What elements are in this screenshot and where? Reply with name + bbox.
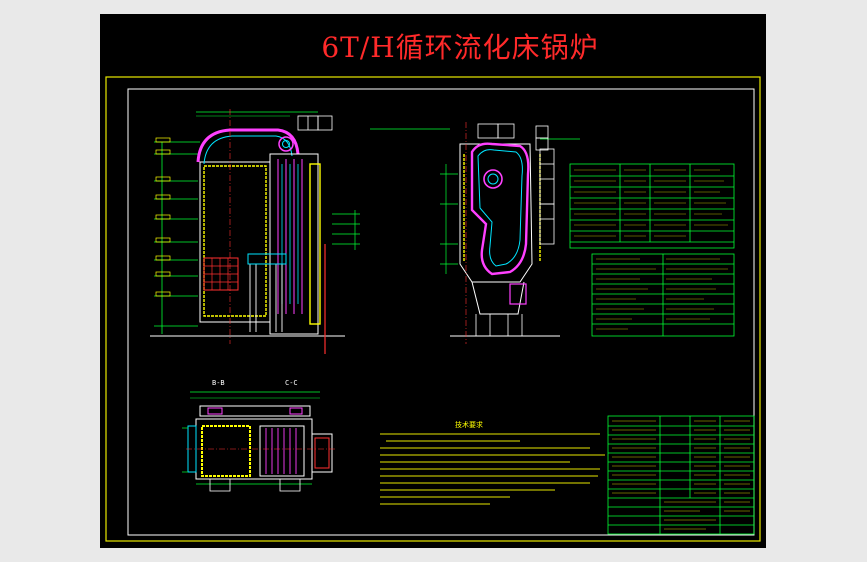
parameter-table-fill: [574, 169, 728, 237]
title-block-fill: [612, 420, 750, 530]
plan-view: B-B C-C: [182, 379, 336, 492]
technical-notes: 技术要求: [380, 420, 605, 505]
equipment-table: [591, 253, 735, 337]
inner-frame: [127, 88, 755, 536]
drawing-title: 6T/H循环流化床锅炉: [321, 31, 599, 64]
front-elevation-view: [150, 109, 360, 354]
side-elevation-view: [370, 122, 580, 344]
section-b-label: B-B: [212, 379, 225, 387]
outer-frame: [105, 76, 761, 542]
parameter-table: [569, 163, 735, 249]
drawing-sheet: 6T/H循环流化床锅炉: [100, 14, 766, 548]
cad-drawing: B-B C-C: [105, 76, 761, 542]
equipment-table-fill: [596, 258, 728, 330]
technical-notes-title: 技术要求: [455, 420, 483, 429]
title-block: [607, 415, 755, 535]
section-c-label: C-C: [285, 379, 298, 387]
